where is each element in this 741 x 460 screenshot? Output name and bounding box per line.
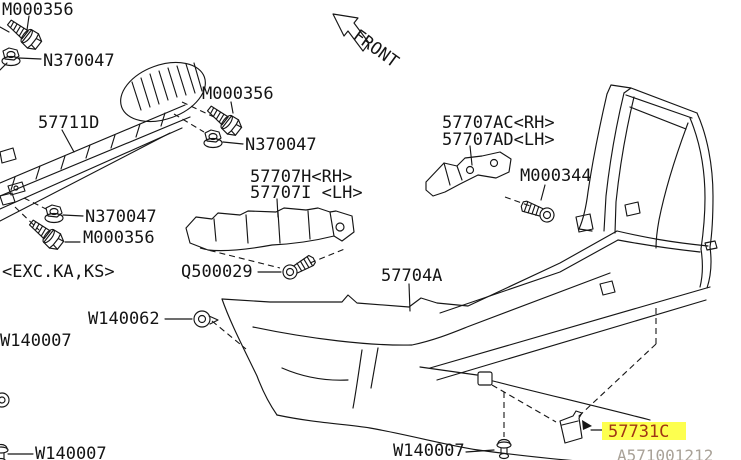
screw-icon (280, 253, 319, 282)
bumper-cover-drawing (221, 112, 718, 460)
grommet-icon (0, 392, 10, 408)
label-57707i[interactable]: 57707I <LH> (250, 183, 363, 203)
footer-code: A571001212 (617, 446, 713, 460)
front-label: FRONT (349, 26, 402, 72)
bolt-icon (3, 14, 45, 53)
label-leader-lines (0, 15, 607, 455)
screw-icon (518, 196, 557, 225)
corner-bracket-drawing (425, 151, 512, 197)
label-q500029[interactable]: Q500029 (181, 262, 253, 282)
label-57711d[interactable]: 57711D (38, 113, 99, 133)
label-m000344[interactable]: M000344 (520, 166, 592, 186)
label-57704a[interactable]: 57704A (381, 266, 442, 286)
label-n370047-mid[interactable]: N370047 (245, 135, 317, 155)
label-m000356-mid[interactable]: M000356 (202, 84, 274, 104)
bolt-icon (203, 100, 245, 139)
highlight-box (602, 422, 686, 440)
hook-cover-flap-drawing (559, 410, 592, 444)
front-direction-arrow (332, 13, 370, 52)
bumper-beam-drawing (0, 61, 206, 222)
label-w140007-bottom-left[interactable]: W140007 (35, 444, 107, 460)
label-n370047-top[interactable]: N370047 (43, 51, 115, 71)
dashed-leader-lines (14, 101, 657, 437)
label-n370047-low[interactable]: N370047 (85, 207, 157, 227)
clip-icon (0, 443, 9, 460)
label-m000356-top[interactable]: M000356 (2, 0, 74, 20)
label-57707ad[interactable]: 57707AD<LH> (442, 130, 555, 150)
label-w140062[interactable]: W140062 (88, 309, 160, 329)
grommet-icon (193, 310, 219, 328)
label-57731c-highlighted[interactable]: 57731C (608, 422, 669, 442)
label-57707h[interactable]: 57707H<RH> (250, 167, 352, 187)
quarter-panel-corner-drawing (575, 84, 698, 249)
nut-icon (1, 47, 21, 67)
clip-icon (496, 438, 512, 460)
label-57707ac[interactable]: 57707AC<RH> (442, 113, 555, 133)
nut-icon (44, 204, 64, 224)
side-bracket-drawing (185, 207, 355, 252)
nut-icon (203, 129, 223, 149)
label-exc-note: <EXC.KA,KS> (2, 262, 115, 282)
label-w140007-bottom-center[interactable]: W140007 (393, 441, 465, 460)
label-w140007-left[interactable]: W140007 (0, 331, 72, 351)
label-m000356-low[interactable]: M000356 (83, 228, 155, 248)
